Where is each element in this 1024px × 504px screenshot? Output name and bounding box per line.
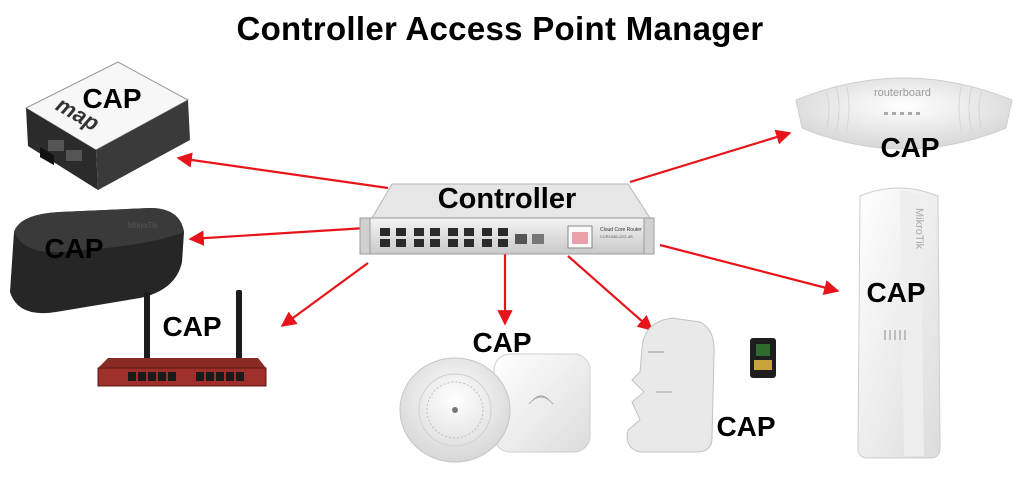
cap-label-map-lite: CAP — [82, 83, 141, 114]
arrow-to-router — [280, 262, 369, 327]
device-ceiling-ap: CAP — [399, 327, 591, 463]
cap-label-dome: CAP — [880, 132, 939, 163]
arrow-to-map-lite — [176, 152, 389, 190]
diagram-title: Controller Access Point Manager — [236, 10, 764, 47]
routerboard-logo: routerboard — [874, 87, 931, 99]
cap-label-omni: CAP — [866, 277, 925, 308]
device-outdoor-omni: MikroTik CAP — [857, 187, 941, 459]
wall-ap-logo: MikroTik — [128, 221, 159, 230]
omni-logo: MikroTik — [913, 208, 925, 250]
controller-front-text-1: Cloud Core Router — [600, 227, 642, 233]
device-map-lite: map CAP — [24, 61, 190, 190]
device-router-antennas: CAP — [97, 290, 267, 387]
device-wall-ap: MikroTik CAP — [10, 208, 184, 314]
cap-label-moai: CAP — [716, 411, 775, 442]
arrow-to-omni — [659, 243, 840, 295]
cap-label-wall-ap: CAP — [44, 233, 103, 264]
device-routerboard-dome: routerboard CAP — [795, 77, 1013, 163]
cap-label-ceiling-ap: CAP — [472, 327, 531, 358]
controller-label: Controller — [438, 183, 577, 215]
arrow-to-wall-ap — [188, 226, 367, 246]
controller-device: Cloud Core Router CCR1036-12G-4S Control… — [359, 183, 655, 255]
arrow-to-dome — [629, 129, 792, 184]
arrow-to-moai — [567, 255, 654, 332]
controller-front-text-2: CCR1036-12G-4S — [600, 234, 633, 239]
connection-arrows — [176, 129, 840, 332]
cap-label-router: CAP — [162, 311, 221, 342]
device-moai-ap: CAP — [626, 317, 776, 453]
